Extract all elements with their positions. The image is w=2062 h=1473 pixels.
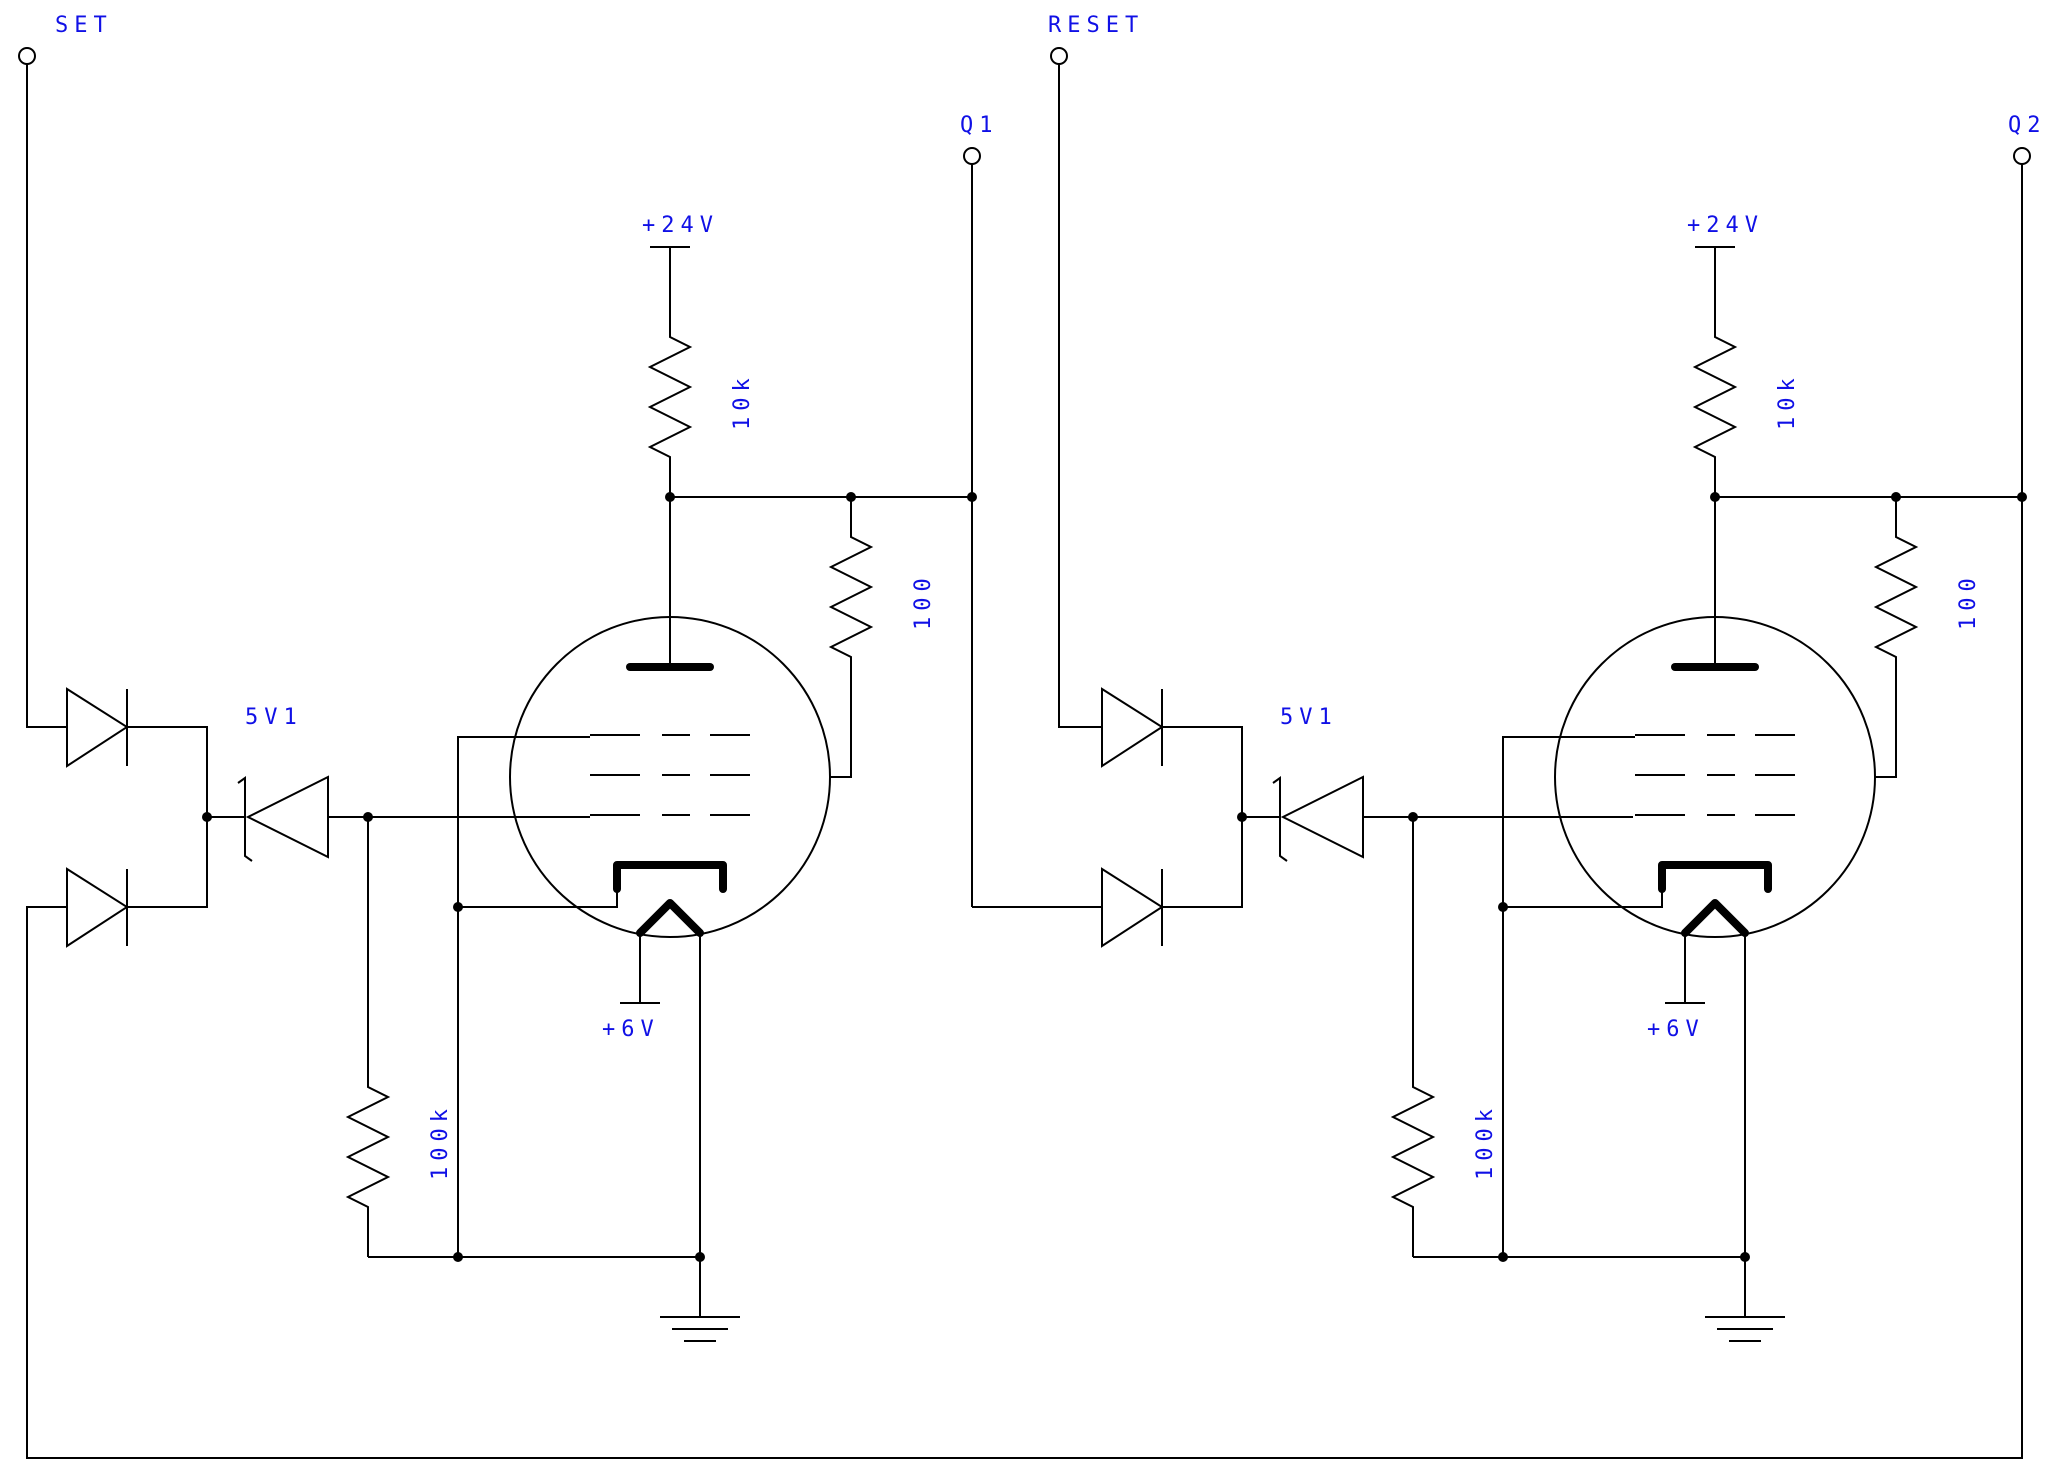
resistor-10k-right <box>1692 247 1738 667</box>
heater-label-left: +6V <box>602 1017 660 1042</box>
supply-label-left: +24V <box>642 213 719 238</box>
diode-feedback-right <box>1101 867 1164 948</box>
supply-label-right: +24V <box>1687 213 1764 238</box>
resistor-100-label-left: 100 <box>911 572 936 630</box>
q1-label: Q1 <box>960 113 999 138</box>
diode-set-left <box>66 687 129 768</box>
right-stage: RESET 5V1 100k +6V <box>1048 13 2047 1342</box>
wire-q2-feedback <box>26 164 2023 1459</box>
zener-left <box>245 775 329 859</box>
q1-terminal[interactable] <box>963 147 981 165</box>
wire-set <box>26 64 67 728</box>
left-stage: SET 5V1 100k +6V <box>18 13 1102 1342</box>
resistor-100-left <box>828 497 874 778</box>
wire-diode-or-right <box>1162 726 1243 908</box>
wire-cathode-right <box>1503 888 1663 908</box>
reset-label: RESET <box>1048 13 1144 38</box>
wire-suppressor-left <box>457 736 590 1257</box>
resistor-100-right <box>1873 497 1919 778</box>
wire-reset <box>1058 64 1102 728</box>
wire-diode-or-left <box>127 726 208 908</box>
set-label: SET <box>55 13 113 38</box>
q2-terminal[interactable] <box>2013 147 2031 165</box>
heater-label-right: +6V <box>1647 1017 1705 1042</box>
zener-right <box>1280 775 1364 859</box>
resistor-100-label-right: 100 <box>1956 572 1981 630</box>
set-terminal[interactable] <box>18 47 36 65</box>
diode-reset-right <box>1101 687 1164 768</box>
resistor-10k-label-left: 10k <box>730 372 755 430</box>
ground-symbol-right <box>1704 1316 1786 1342</box>
resistor-100k-left <box>345 817 391 1257</box>
zener-label-left: 5V1 <box>245 705 303 730</box>
resistor-100k-right <box>1390 817 1436 1257</box>
zener-label-right: 5V1 <box>1280 705 1338 730</box>
diode-feedback-left <box>66 867 129 948</box>
q2-label: Q2 <box>2008 113 2047 138</box>
resistor-10k-label-right: 10k <box>1775 372 1800 430</box>
ground-symbol-left <box>659 1316 741 1342</box>
resistor-100k-label-left: 100k <box>428 1103 453 1180</box>
reset-terminal[interactable] <box>1050 47 1068 65</box>
wire-suppressor-right <box>1502 736 1635 1257</box>
wire-cathode-left <box>458 888 618 908</box>
resistor-10k-left <box>647 247 693 667</box>
resistor-100k-label-right: 100k <box>1473 1103 1498 1180</box>
